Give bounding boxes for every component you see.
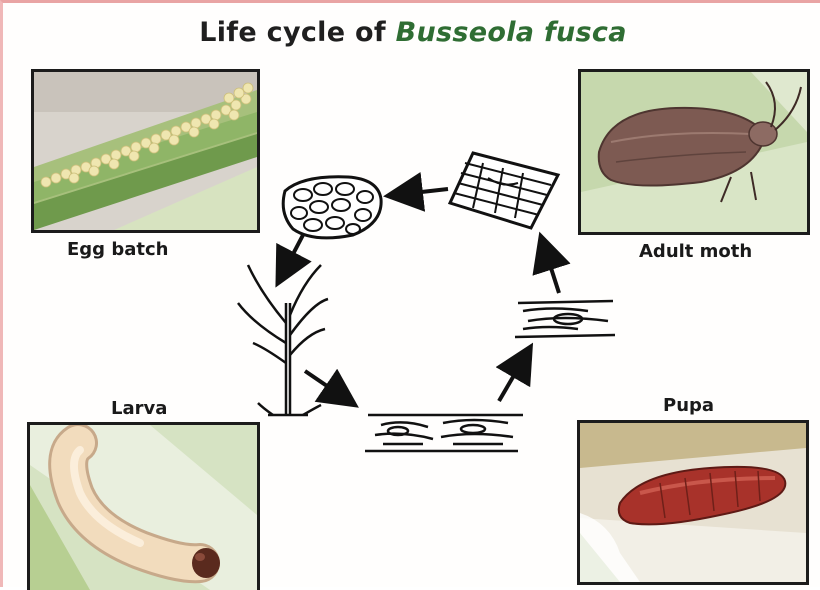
adult-moth-sketch: [450, 153, 558, 228]
larva-stem-sketch: [365, 415, 523, 451]
arrow-adult-to-egg: [395, 189, 448, 195]
maize-plant-sketch: [238, 265, 328, 415]
arrow-pupa-to-adult: [543, 243, 559, 293]
life-cycle-diagram: [3, 3, 820, 590]
pupa-stem-sketch: [515, 301, 615, 337]
egg-cluster-sketch: [283, 177, 381, 238]
arrow-egg-to-plant: [281, 235, 303, 277]
arrow-larva-to-pupa: [499, 353, 527, 401]
arrow-plant-to-larva: [305, 371, 349, 401]
